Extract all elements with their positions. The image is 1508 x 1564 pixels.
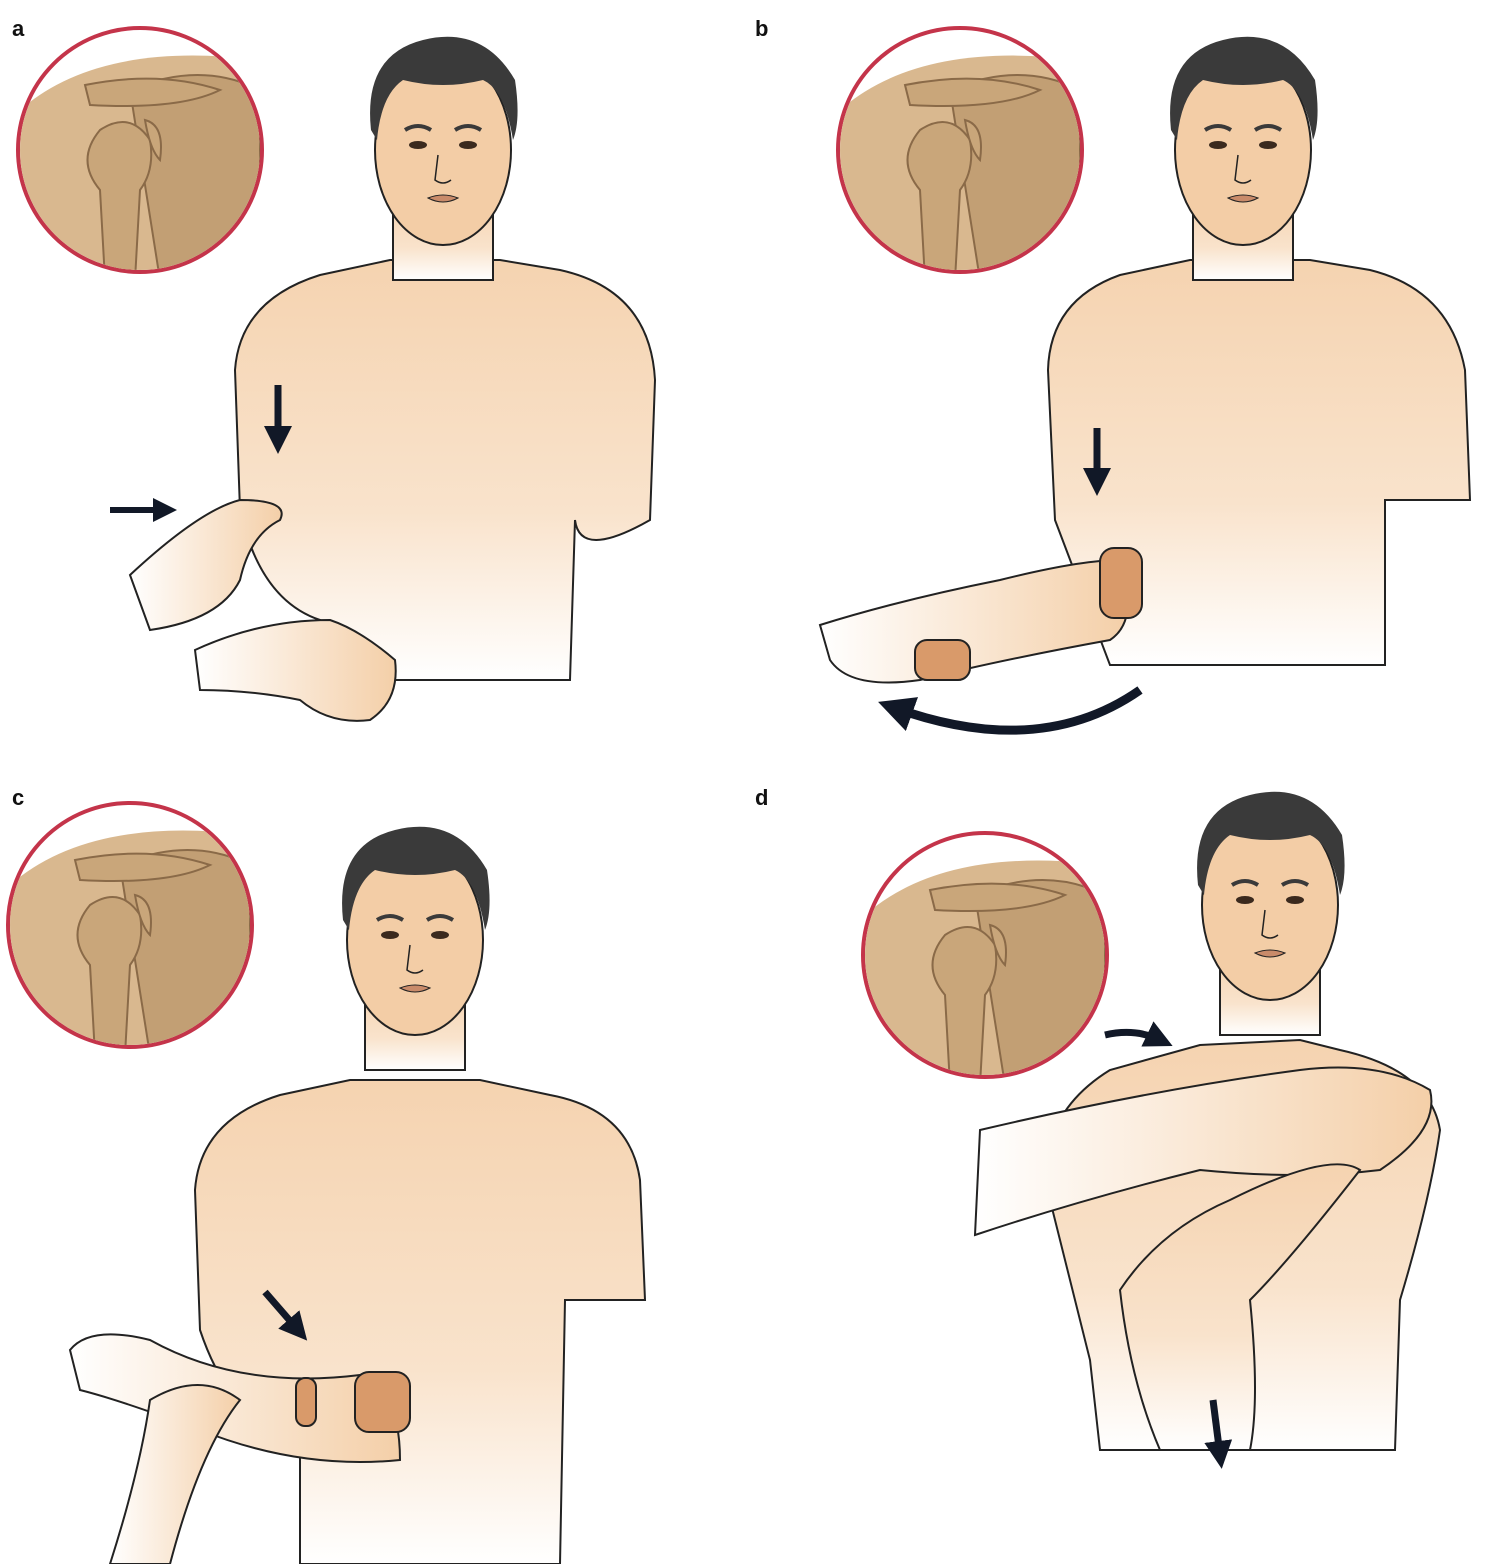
patient-head-c <box>340 824 492 1072</box>
panel-label-a: a <box>12 16 25 41</box>
shoulder-inset-a <box>18 28 262 280</box>
panel-d <box>863 789 1442 1469</box>
panel-a <box>18 28 657 722</box>
panel-c <box>8 803 647 1564</box>
patient-head-a <box>368 34 520 283</box>
panel-label-c: c <box>12 785 25 810</box>
arrow-diagonal-icon <box>262 1289 308 1341</box>
panel-b <box>818 28 1472 735</box>
patient-head-d <box>1195 789 1347 1037</box>
arrow-curved-icon <box>878 686 1143 735</box>
arrow-down-icon <box>1204 1399 1233 1469</box>
panel-label-b: b <box>755 16 769 41</box>
patient-head-b <box>1168 34 1320 283</box>
arrow-curved-icon <box>1104 1021 1173 1047</box>
shoulder-inset-d <box>863 833 1107 1085</box>
shoulder-inset-c <box>8 803 252 1055</box>
shoulder-inset-b <box>838 28 1082 280</box>
panel-label-d: d <box>755 785 769 810</box>
